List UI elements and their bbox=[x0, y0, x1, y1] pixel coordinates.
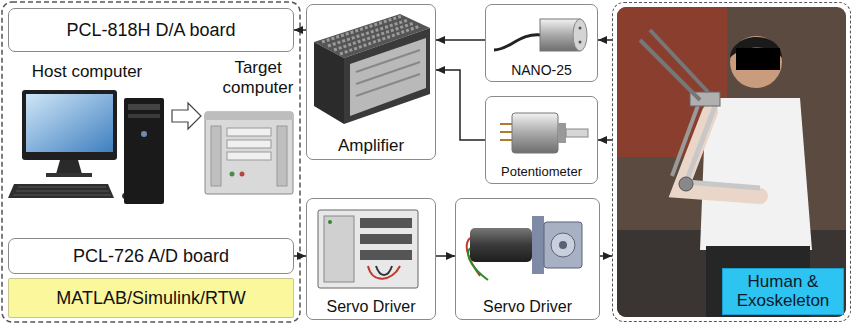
amplifier-picture bbox=[314, 14, 430, 124]
annotation-text: Host computer bbox=[22, 62, 152, 82]
signal-arrow bbox=[598, 39, 612, 41]
signal-arrow bbox=[294, 29, 306, 31]
node-label: Servo Driver bbox=[483, 298, 572, 316]
photo-panel: Human & Exoskeleton bbox=[612, 2, 851, 322]
device-box: Servo Driver bbox=[306, 198, 436, 320]
signal-arrow bbox=[436, 70, 485, 140]
annotation-text: Target computer bbox=[216, 58, 300, 97]
hollow-arrow bbox=[172, 103, 201, 129]
device-box: Amplifier bbox=[306, 4, 436, 160]
potentiometer-picture bbox=[500, 113, 588, 153]
node-label: NANO-25 bbox=[511, 62, 572, 78]
force-sensor-picture bbox=[494, 19, 587, 51]
servo-motor-picture bbox=[467, 216, 582, 280]
node-label: PCL-818H D/A board bbox=[66, 20, 235, 41]
sensor-box: Potentiometer bbox=[485, 96, 598, 184]
node-label: MATLAB/Simulink/RTW bbox=[56, 288, 245, 309]
target-computer-picture bbox=[205, 112, 293, 194]
software-band: MATLAB/Simulink/RTW bbox=[8, 278, 294, 318]
human-exoskeleton-photo bbox=[617, 7, 846, 317]
signal-arrow bbox=[436, 255, 455, 257]
sensor-box: NANO-25 bbox=[485, 4, 598, 82]
node-label: Servo Driver bbox=[327, 298, 416, 316]
annotation: Host computer bbox=[22, 62, 152, 82]
annotation: Target computer bbox=[216, 58, 300, 97]
board-box: PCL-818H D/A board bbox=[8, 8, 294, 52]
group-outline bbox=[2, 2, 300, 322]
node-label: Potentiometer bbox=[501, 165, 582, 180]
host-computer-picture bbox=[8, 90, 164, 204]
node-label: Amplifier bbox=[338, 136, 404, 156]
signal-arrow bbox=[598, 139, 612, 141]
signal-arrow bbox=[436, 39, 485, 41]
node-label: Human & Exoskeleton bbox=[722, 268, 844, 315]
signal-arrow bbox=[600, 255, 612, 257]
signal-arrow bbox=[294, 255, 306, 257]
board-box: PCL-726 A/D board bbox=[8, 238, 294, 274]
servo-driver-picture bbox=[318, 210, 418, 288]
node-label: PCL-726 A/D board bbox=[73, 246, 229, 267]
device-box: Servo Driver bbox=[455, 198, 600, 320]
